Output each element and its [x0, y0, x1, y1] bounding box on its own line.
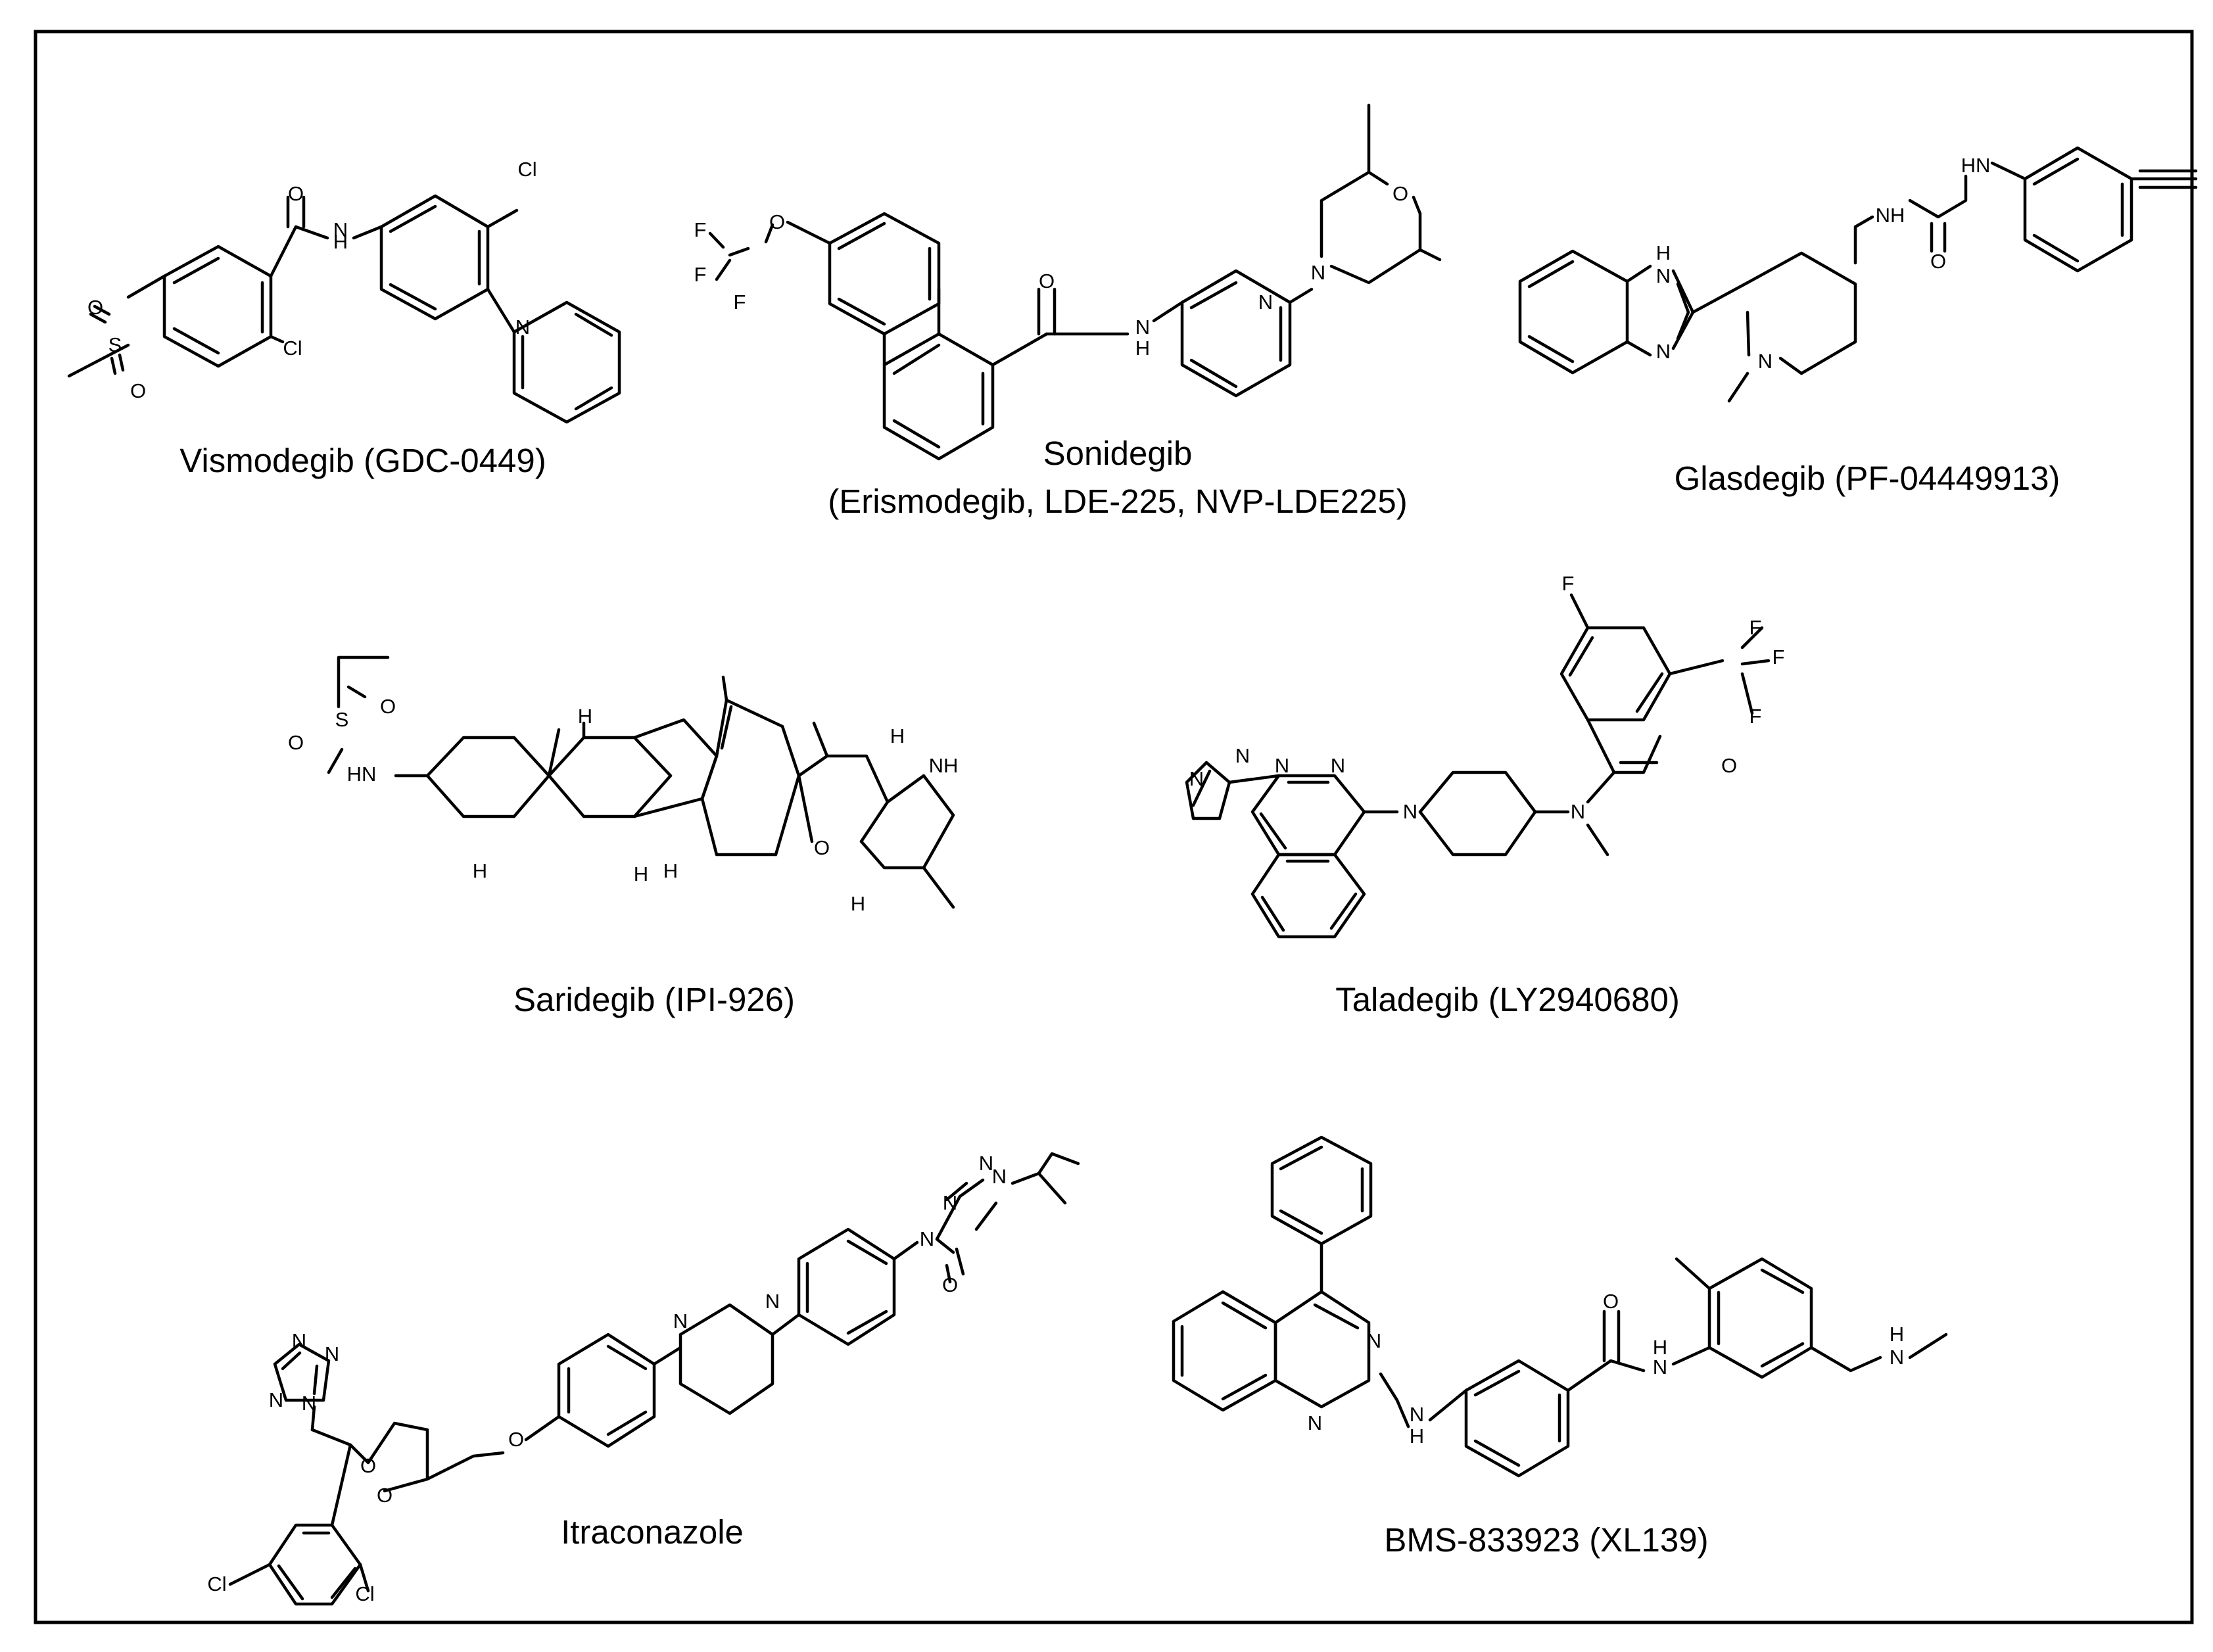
- atom-label: H: [1135, 337, 1150, 360]
- atom-label: O: [1392, 182, 1408, 205]
- atom-label: HN: [347, 763, 377, 786]
- atom-label: N: [302, 1392, 316, 1415]
- glasdegib-structure: [1518, 146, 2198, 403]
- atom-label: O: [288, 182, 304, 205]
- atom-label: H: [1890, 1323, 1904, 1346]
- atom-label: N: [292, 1329, 306, 1352]
- taladegib-structure: [1185, 593, 1771, 939]
- atom-label: N: [1275, 754, 1289, 777]
- atom-label: O: [1721, 754, 1737, 777]
- atom-label: F: [734, 291, 746, 314]
- atom-label: H: [851, 892, 865, 915]
- atom-label: N: [515, 316, 530, 339]
- atom-labels: O H N Cl Cl N S O O F F F O O N H N N O …: [87, 154, 1990, 1605]
- atom-label: S: [108, 333, 122, 356]
- atom-label: N: [1311, 261, 1325, 284]
- atom-label: NH: [929, 754, 959, 777]
- atom-label: N: [1653, 1356, 1667, 1379]
- atom-label: N: [333, 218, 348, 241]
- atom-label: O: [942, 1273, 958, 1296]
- atom-label: N: [1367, 1329, 1381, 1352]
- atom-label: F: [1749, 616, 1762, 639]
- atom-label: O: [508, 1428, 524, 1451]
- atom-label: O: [1603, 1290, 1619, 1313]
- atom-label: N: [1890, 1346, 1904, 1369]
- atom-label: N: [992, 1165, 1007, 1188]
- atom-label: O: [360, 1454, 376, 1477]
- atom-label: N: [1258, 291, 1273, 314]
- atom-label: N: [1410, 1403, 1424, 1426]
- atom-label: F: [694, 263, 707, 286]
- atom-label: N: [1235, 744, 1250, 767]
- caption-taladegib: Taladegib (LY2940680): [1335, 981, 1680, 1018]
- caption-saridegib: Saridegib (IPI-926): [513, 981, 795, 1018]
- atom-label: H: [1653, 1336, 1667, 1359]
- bms833923-structure: [1172, 1135, 1948, 1478]
- atom-label: N: [1135, 316, 1150, 339]
- atom-label: N: [1656, 264, 1671, 287]
- compound-captions: Vismodegib (GDC-0449) Sonidegib (Erismod…: [179, 435, 2060, 1559]
- atom-label: Cl: [207, 1572, 226, 1595]
- atom-label: N: [943, 1191, 957, 1214]
- caption-glasdegib: Glasdegib (PF-04449913): [1675, 460, 2060, 497]
- atom-label: O: [1930, 250, 1946, 273]
- atom-label: H: [578, 705, 592, 728]
- caption-sonidegib: Sonidegib: [1043, 435, 1193, 472]
- caption-itraconazole: Itraconazole: [561, 1513, 744, 1551]
- atom-label: O: [1039, 270, 1055, 293]
- atom-label: N: [1571, 800, 1585, 823]
- atom-label: S: [335, 708, 349, 731]
- atom-label: N: [269, 1388, 283, 1411]
- atom-label: N: [1758, 350, 1773, 373]
- atom-label: O: [288, 731, 304, 754]
- atom-label: HN: [1961, 154, 1991, 177]
- atom-label: N: [765, 1290, 780, 1313]
- atom-label: N: [920, 1227, 934, 1250]
- atom-label: N: [673, 1310, 688, 1333]
- atom-label: F: [1749, 705, 1762, 728]
- atom-label: H: [333, 230, 348, 253]
- caption-vismodegib: Vismodegib (GDC-0449): [179, 442, 546, 479]
- atom-label: O: [380, 695, 396, 718]
- atom-label: H: [1656, 241, 1671, 264]
- caption-sonidegib-aliases: (Erismodegib, LDE-225, NVP-LDE225): [828, 483, 1408, 520]
- atom-label: F: [1562, 572, 1575, 595]
- itraconazole-structure: [228, 1152, 1080, 1606]
- atom-label: H: [890, 724, 905, 747]
- figure-border: [34, 30, 2194, 1624]
- atom-label: Cl: [355, 1582, 374, 1605]
- atom-label: H: [1410, 1425, 1424, 1448]
- atom-label: O: [130, 379, 146, 402]
- atom-label: N: [1331, 754, 1345, 777]
- atom-label: O: [769, 210, 785, 233]
- atom-label: Cl: [283, 337, 302, 360]
- atom-label: O: [814, 836, 830, 859]
- sonidegib-structure: [708, 103, 1442, 461]
- atom-label: Cl: [517, 158, 536, 181]
- atom-label: F: [1773, 646, 1785, 669]
- atom-label: H: [473, 859, 487, 882]
- saridegib-structure: [327, 655, 955, 909]
- atom-label: N: [1403, 800, 1417, 823]
- atom-label: O: [377, 1484, 393, 1507]
- atom-label: O: [87, 296, 103, 319]
- atom-label: N: [1189, 767, 1204, 790]
- atom-label: NH: [1876, 204, 1905, 227]
- atom-label: N: [1308, 1411, 1322, 1434]
- vismodegib-structure: [67, 194, 621, 424]
- atom-label: N: [1656, 340, 1671, 363]
- atom-label: F: [694, 218, 707, 241]
- atom-label: H: [663, 859, 678, 882]
- atom-label: N: [979, 1152, 993, 1175]
- atom-label: H: [634, 862, 648, 885]
- caption-bms833923: BMS-833923 (XL139): [1384, 1521, 1708, 1559]
- atom-label: N: [325, 1342, 339, 1365]
